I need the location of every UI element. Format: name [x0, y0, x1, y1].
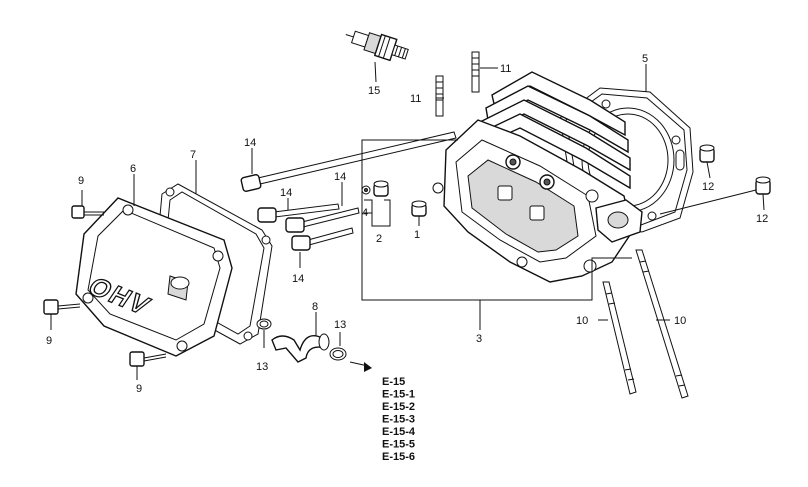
assembly-bracket: [361, 139, 632, 330]
callout-14-top: 14: [244, 137, 256, 149]
callout-12-upper: 12: [702, 181, 714, 193]
reference-list: E-15E-15-1E-15-2E-15-3E-15-4E-15-5E-15-6: [382, 376, 416, 463]
reference-code: E-15-5: [382, 439, 415, 451]
callout-2: 2: [376, 233, 382, 245]
tube-clip-right[interactable]: [329, 347, 347, 361]
head-bolt-middle[interactable]: [285, 207, 360, 233]
callout-1: 1: [414, 229, 420, 241]
reference-code: E-15-2: [382, 401, 415, 413]
callout-10-right: 10: [674, 315, 686, 327]
reference-code: E-15-4: [382, 426, 416, 438]
pin-and-clip[interactable]: [361, 180, 389, 197]
leader-lines: [50, 61, 765, 380]
callout-4: 4: [362, 207, 368, 219]
callout-14-lower: 14: [292, 273, 304, 285]
cylinder-head[interactable]: [432, 71, 643, 283]
cover-bolt-left[interactable]: [43, 299, 81, 315]
callout-15: 15: [368, 85, 380, 97]
callout-11-right: 11: [500, 63, 511, 75]
tube-clip-left[interactable]: [256, 318, 272, 330]
callout-14-upper: 14: [280, 187, 292, 199]
head-bolt-upper[interactable]: [257, 203, 340, 223]
dowel-pin[interactable]: [411, 200, 427, 217]
callout-14-right: 14: [334, 171, 346, 183]
head-bolt-long[interactable]: [240, 131, 457, 192]
reference-code: E-15-1: [382, 389, 415, 401]
dowel-pin-lower[interactable]: [755, 176, 771, 195]
spark-plug[interactable]: [342, 24, 410, 65]
callout-3: 3: [476, 333, 482, 345]
stud-bolt-upper-right[interactable]: [471, 51, 480, 93]
cover-bolt-top[interactable]: [71, 205, 104, 219]
head-cover[interactable]: OHV: [75, 197, 233, 357]
callout-8: 8: [312, 301, 318, 313]
breather-tube[interactable]: [271, 333, 330, 363]
cover-bolt-bottom[interactable]: [129, 351, 167, 367]
dowel-pin-upper[interactable]: [699, 144, 715, 163]
callout-10-left: 10: [576, 315, 588, 327]
callout-9-bottom: 9: [136, 383, 142, 395]
callout-12-lower: 12: [756, 213, 768, 225]
callout-5: 5: [642, 53, 648, 65]
reference-code: E-15-6: [382, 451, 415, 463]
head-bolt-lower[interactable]: [291, 227, 354, 251]
reference-code: E-15-3: [382, 414, 415, 426]
callout-7: 7: [190, 149, 196, 161]
callout-9-left: 9: [46, 335, 52, 347]
callout-13-left: 13: [256, 361, 268, 373]
stud-bolt-lower-left[interactable]: [602, 281, 637, 395]
callout-9-top: 9: [78, 175, 84, 187]
stud-bolt-lower-right[interactable]: [635, 249, 689, 399]
callout-11-left: 11: [410, 93, 421, 105]
stud-bolt-upper-left[interactable]: [435, 75, 444, 117]
reference-code: E-15: [382, 376, 405, 388]
callout-13-right: 13: [334, 319, 346, 331]
callout-6: 6: [130, 163, 136, 175]
